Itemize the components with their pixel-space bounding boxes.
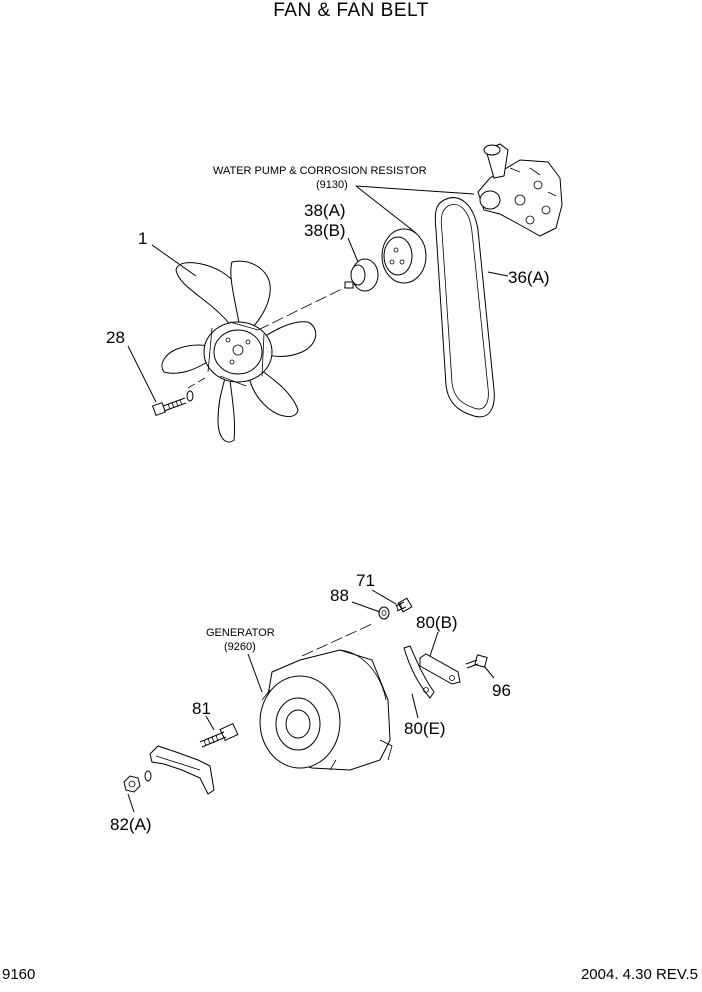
bolt-28 — [151, 390, 194, 417]
nut-82a — [123, 770, 152, 793]
bolt-96 — [465, 654, 488, 669]
callout-80b: 80(B) — [416, 613, 458, 632]
adjusting-bracket — [149, 745, 215, 795]
leaders-bottom — [127, 589, 495, 813]
bolt-81 — [199, 722, 239, 748]
callout-96: 96 — [492, 681, 511, 700]
callout-82a: 82(A) — [110, 815, 152, 834]
callout-36a: 36(A) — [508, 268, 550, 287]
bolt-71 — [378, 597, 413, 620]
page-number: 9160 — [2, 966, 36, 983]
fan-spacer — [344, 258, 379, 292]
callout-28: 28 — [106, 328, 125, 347]
caption-generator-1: GENERATOR — [206, 627, 275, 639]
revision-date: 2004. 4.30 REV.5 — [580, 966, 698, 983]
caption-generator-2: (9260) — [224, 641, 256, 653]
fan — [161, 260, 351, 443]
callout-38a: 38(A) — [304, 201, 346, 220]
callout-80e: 80(E) — [404, 719, 446, 738]
water-pump — [477, 143, 563, 237]
generator — [259, 623, 393, 771]
callout-71: 71 — [356, 571, 375, 590]
callout-1: 1 — [138, 229, 147, 248]
callout-81: 81 — [192, 699, 211, 718]
leaders-top — [127, 185, 509, 403]
caption-water-pump-2: (9130) — [316, 179, 348, 191]
bracket-80e — [403, 645, 435, 699]
callout-38b: 38(B) — [304, 221, 346, 240]
caption-water-pump-1: WATER PUMP & CORROSION RESISTOR — [213, 165, 427, 177]
page-title: FAN & FAN BELT — [273, 0, 429, 21]
water-pump-pulley — [381, 228, 427, 284]
callout-88: 88 — [330, 586, 349, 605]
bracket-80b — [419, 653, 461, 685]
fan-belt — [434, 197, 495, 418]
